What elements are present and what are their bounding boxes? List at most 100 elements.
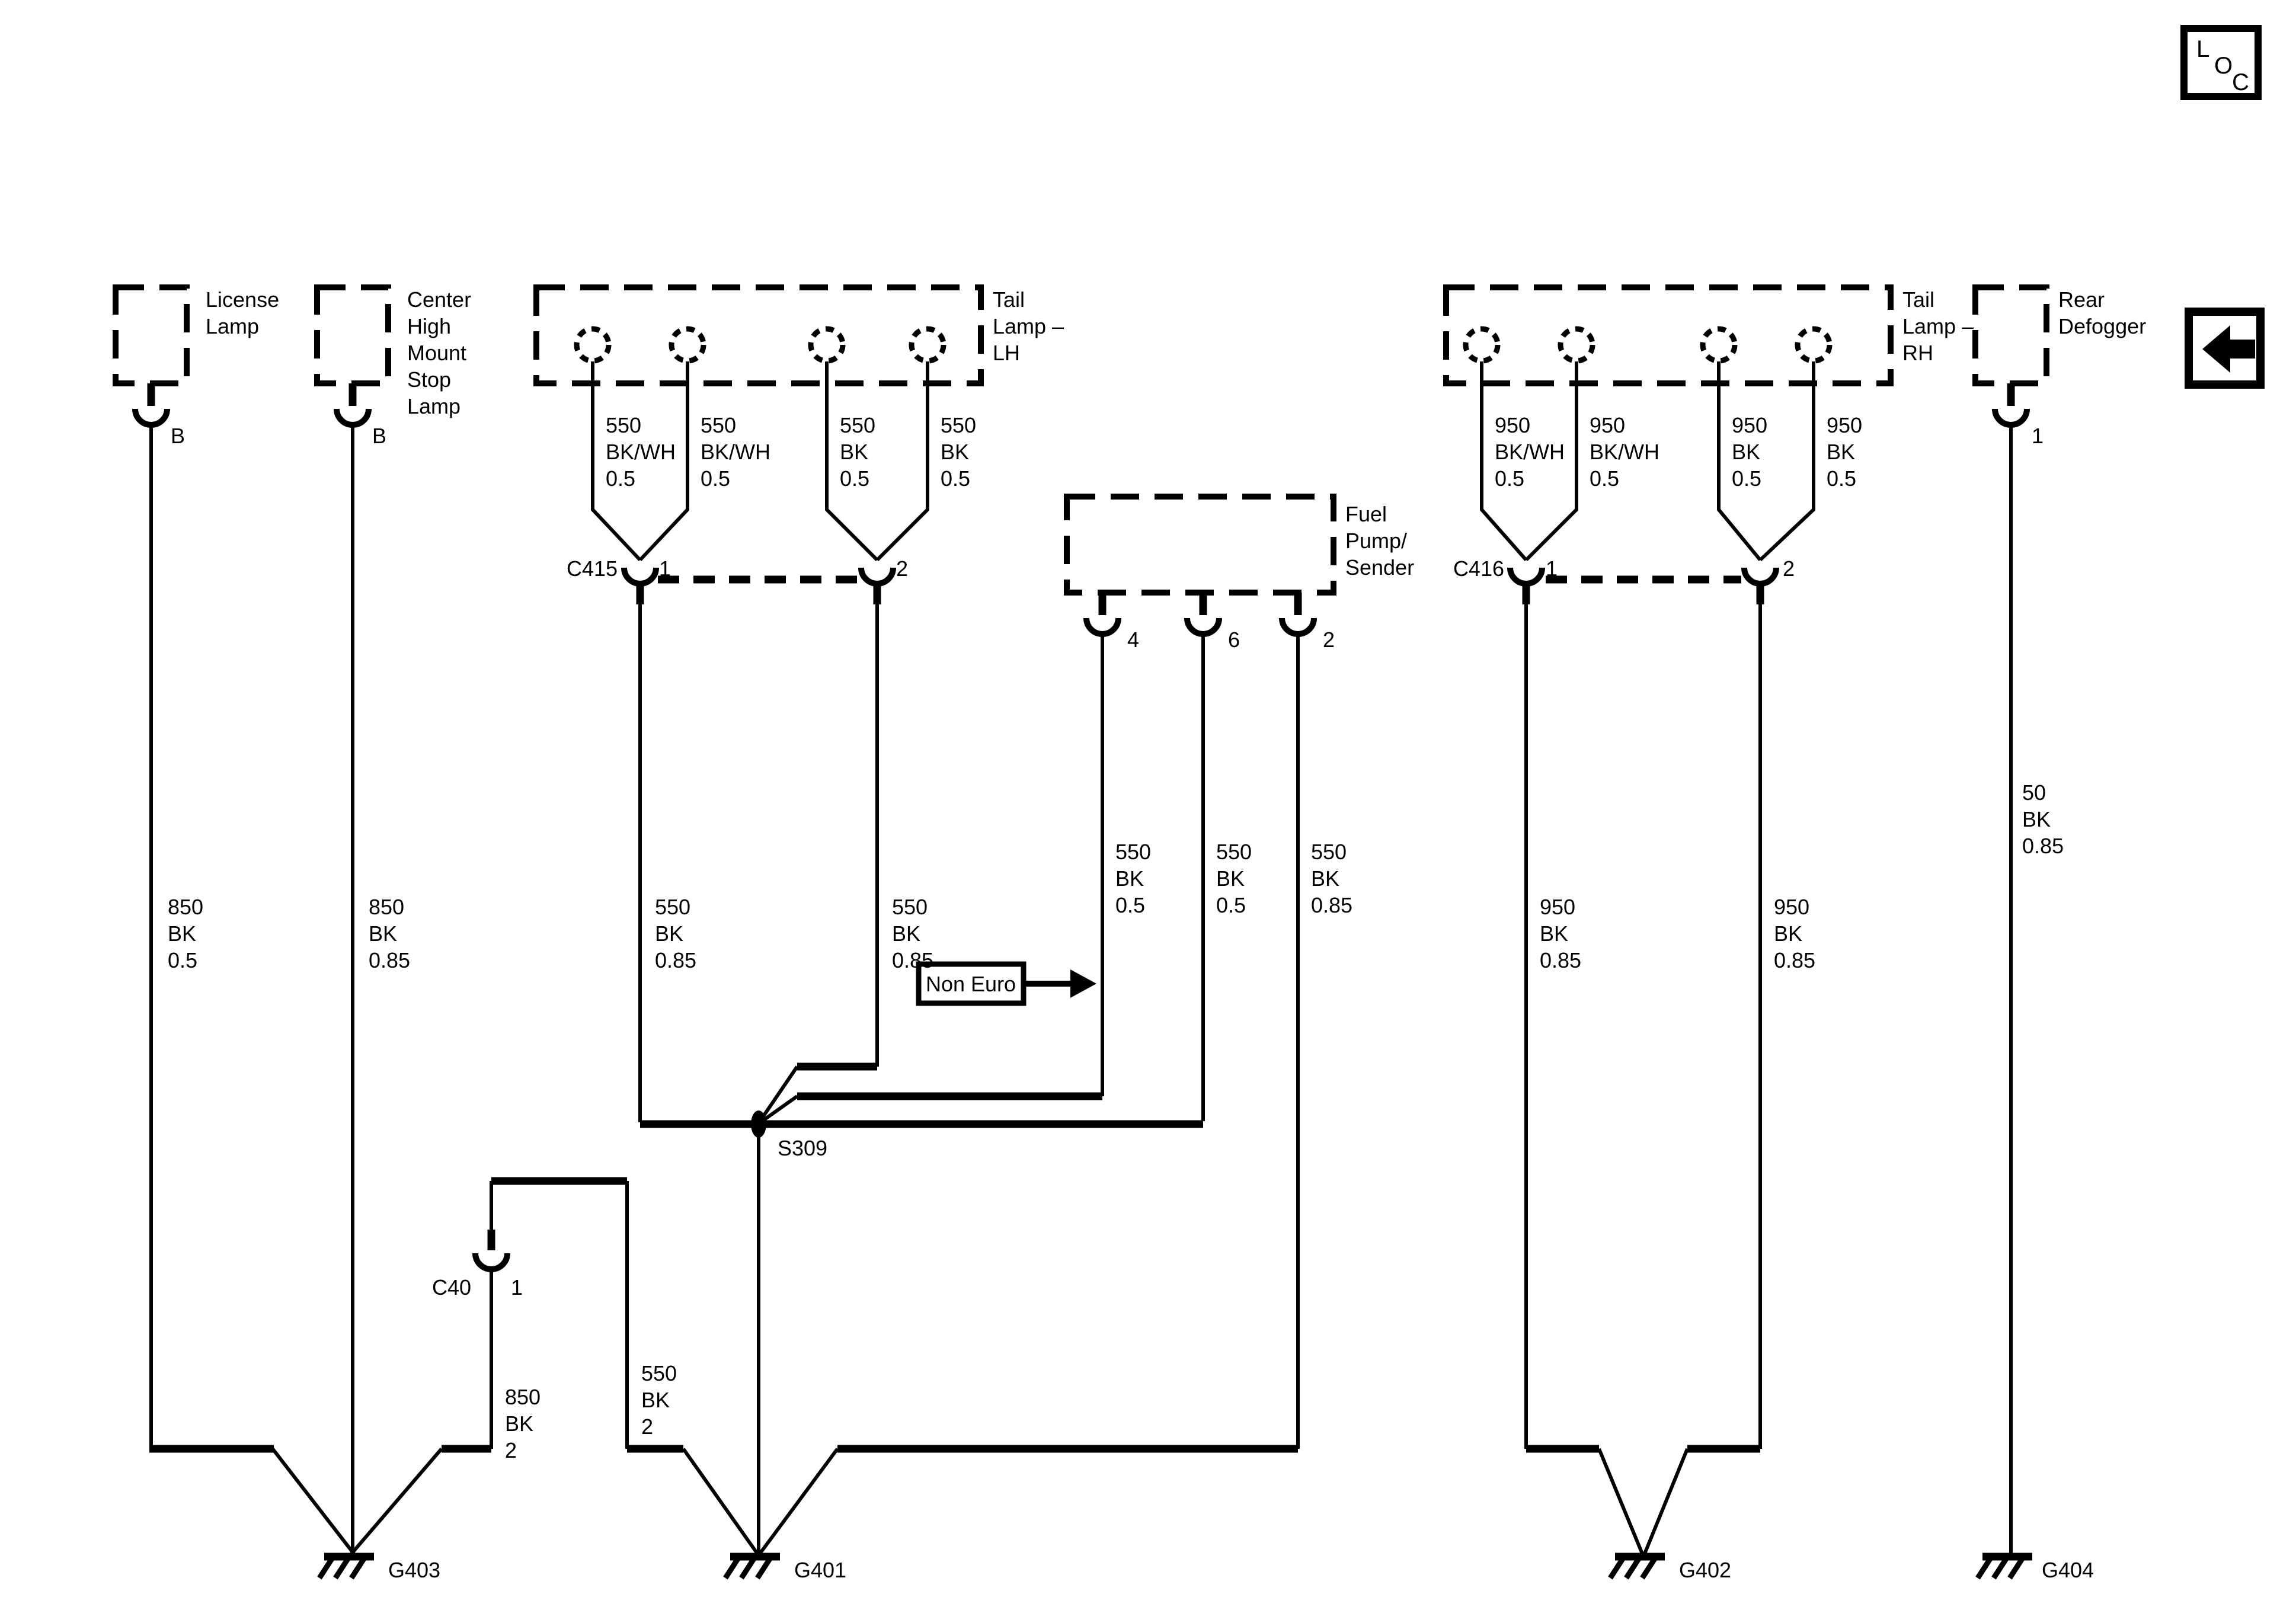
wire-label-950-085-left-line-2: BK [1540,921,1568,946]
wire-label-rh-1-line-3: 0.5 [1495,466,1524,491]
chmsl-label-line-5: Lamp [407,394,461,418]
wire-label-950-085-left-line-1: 950 [1540,895,1575,919]
wire-label-50-085-line-1: 50 [2022,780,2046,805]
c40-connector-cup [472,1253,510,1272]
c415-pin-2-label: 2 [896,556,908,581]
chmsl-pin-b-label-line-1: B [372,424,386,448]
wire-label-rh-4-line-2: BK [1827,440,1855,464]
tail-lamp-lh-label-line-2: Lamp – [993,314,1064,338]
rear-defogger-box [1972,284,2049,386]
tail-lamp-rh-box [1443,284,1894,386]
wire-label-550-2-line-3: 2 [641,1414,653,1439]
chmsl-label-line-2: High [407,314,451,338]
fuel-pin-4-label-line-1: 4 [1127,628,1139,652]
wire-label-rh-2-line-2: BK/WH [1590,440,1659,464]
ground-g404-tine-3 [2007,1556,2025,1580]
license-lamp-label-line-1: License [206,287,279,312]
c415-pin2-diagonal [759,1065,799,1122]
lh-bulb-terminal-4 [909,326,946,364]
tail-lamp-lh-label-line-1: Tail [993,287,1025,312]
defogger-pin-1-label-line-1: 1 [2032,424,2044,448]
tail-lamp-rh-label-line-3: RH [1902,341,1933,365]
wire-label-fuel-4-line-3: 0.5 [1115,893,1145,917]
ground-g402-tine-1 [1608,1556,1626,1580]
wire-550-2-diagonal [682,1448,759,1555]
c416-pin-1-label-line-1: 1 [1546,556,1558,581]
wire-label-fuel-6-line-1: 550 [1216,840,1252,864]
wire-label-850-2-line-2: BK [505,1411,533,1436]
fuel-pin-6-label-line-1: 6 [1228,628,1240,652]
wire-label-rh-4-line-1: 950 [1827,413,1862,437]
wire-label-lh-1-line-1: 550 [606,413,641,437]
loc-button-box[interactable] [2180,25,2262,100]
wire-label-50-085-line-2: BK [2022,807,2051,831]
wire-label-rh-3-line-3: 0.5 [1732,466,1761,491]
rear-defogger-label-line-2: Defogger [2058,314,2146,338]
loc-letter-l-line-1: L [2196,36,2209,62]
wire-label-850-085-line-2: BK [369,921,397,946]
non-euro-label-line-1: Non Euro [926,972,1016,996]
fuel-pin-4-label: 4 [1127,628,1139,652]
fuel-pin2-diagonal [758,1448,839,1555]
license-lamp-box [113,284,190,386]
wire-label-fuel-6-line-3: 0.5 [1216,893,1246,917]
non-euro-arrow-head [1070,969,1096,998]
wire-label-fuel-2-line-1: 550 [1311,840,1347,864]
wire-label-rh-1-line-2: BK/WH [1495,440,1565,464]
chmsl-label-line-4: Stop [407,367,451,392]
wire-label-850-2-line-3: 2 [505,1438,517,1462]
chmsl-pin-b-connector-cup [334,408,372,428]
wire-label-lh-3-line-2: BK [840,440,868,464]
loc-letter-o: O [2214,53,2233,79]
license-wire-diagonal [271,1448,356,1555]
wire-label-lh-1-line-2: BK/WH [606,440,676,464]
c416-pin-1-label: 1 [1546,556,1558,581]
defogger-pin-1-connector-cup [1992,408,2030,428]
lh-bulb-terminal-2 [669,326,706,364]
fuel-pin-2-label-line-1: 2 [1323,628,1335,652]
wire-label-850-2-line-1: 850 [505,1385,541,1409]
fuel-pin-2-connector-cup [1279,617,1317,637]
wire-label-lh-4-line-2: BK [941,440,969,464]
c416-pin-1-connector-cup [1507,567,1545,587]
wire-label-50-085-line-3: 0.85 [2022,834,2064,858]
wire-label-fuel-4-line-2: BK [1115,866,1144,891]
back-button-box[interactable] [2185,308,2265,389]
back-arrow-icon[interactable] [2202,325,2230,373]
rh-bulb-terminal-2 [1558,326,1595,364]
license-lamp-label-line-2: Lamp [206,314,259,338]
s309-splice [751,1110,766,1138]
ground-g403-tine-2 [333,1556,351,1580]
c415-pin-1-connector-cup [621,567,659,587]
wire-label-850-085-line-1: 850 [369,895,404,919]
tail-lamp-rh-label-line-2: Lamp – [1902,314,1974,338]
back-arrow-icon-shaft[interactable] [2230,340,2255,359]
loc-letter-l: L [2196,36,2209,62]
ground-g401-tine-2 [739,1556,757,1580]
lh-bulb-terminal-3 [808,326,846,364]
wire-label-550-085-right-line-3: 0.85 [892,948,933,972]
wire-label-lh-4-line-3: 0.5 [941,466,970,491]
non-euro-label: Non Euro [926,972,1016,996]
c416-pin-2-label: 2 [1783,556,1795,581]
tail-lamp-lh-box [533,284,984,386]
c415-pin-2-connector-cup [858,567,896,587]
wire-label-rh-4-line-3: 0.5 [1827,466,1856,491]
wire-label-fuel-6-line-2: BK [1216,866,1245,891]
ground-g404-label-line-1: G404 [2042,1558,2094,1582]
wire-label-rh-2-line-1: 950 [1590,413,1625,437]
wire-label-rh-3-line-2: BK [1732,440,1760,464]
chmsl-label-line-1: Center [407,287,471,312]
